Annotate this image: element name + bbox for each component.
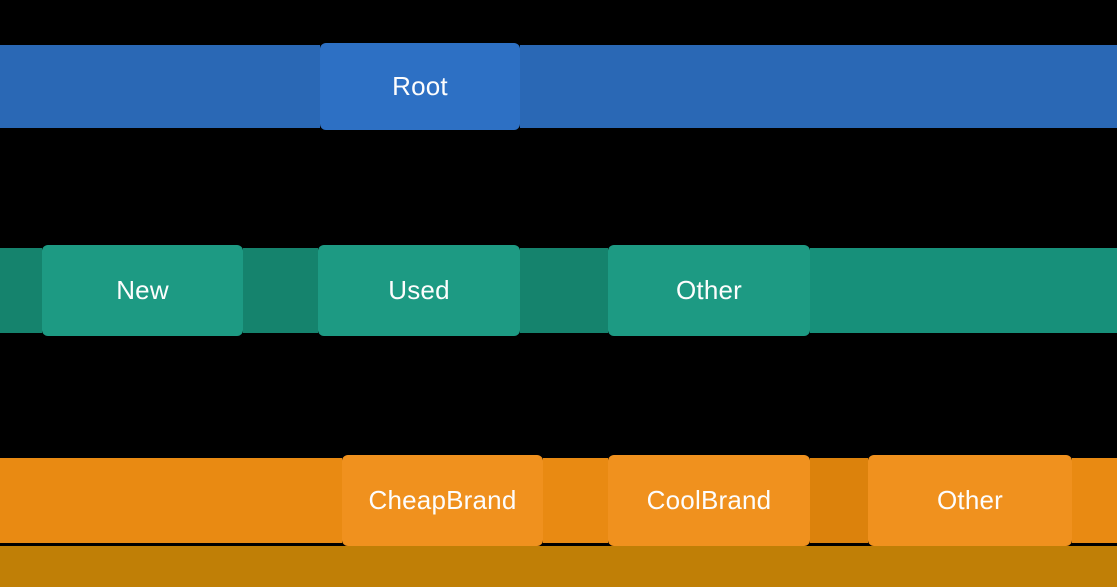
tree-node-label: Other bbox=[675, 275, 743, 305]
tree-node-label: CoolBrand bbox=[646, 485, 772, 515]
tree-node-new[interactable]: New bbox=[42, 245, 243, 336]
tree-node-used[interactable]: Used bbox=[318, 245, 520, 336]
tree-node-label: New bbox=[116, 275, 169, 305]
tree-node-cheapbrand[interactable]: CheapBrand bbox=[342, 455, 543, 546]
level-0-bar bbox=[0, 45, 320, 128]
tree-node-root[interactable]: Root bbox=[320, 43, 520, 130]
level-0-bar bbox=[520, 45, 1117, 128]
tree-node-coolbrand[interactable]: CoolBrand bbox=[608, 455, 810, 546]
level-2-bar bbox=[543, 458, 608, 543]
tree-node-label: Used bbox=[388, 275, 450, 305]
level-1-bar bbox=[0, 248, 42, 333]
tree-node-label: CheapBrand bbox=[368, 485, 517, 515]
tree-node-other-brand[interactable]: Other bbox=[868, 455, 1072, 546]
tree-node-label: Root bbox=[392, 71, 448, 101]
tree-node-label: Other bbox=[936, 485, 1004, 515]
level-2-bar bbox=[810, 458, 868, 543]
level-1-bar bbox=[810, 248, 1117, 333]
level-2-bar bbox=[1072, 458, 1117, 543]
level-3-bar bbox=[0, 546, 1117, 587]
tree-node-other[interactable]: Other bbox=[608, 245, 810, 336]
level-2-bar bbox=[0, 458, 342, 543]
level-1-bar bbox=[243, 248, 318, 333]
level-1-bar bbox=[520, 248, 608, 333]
